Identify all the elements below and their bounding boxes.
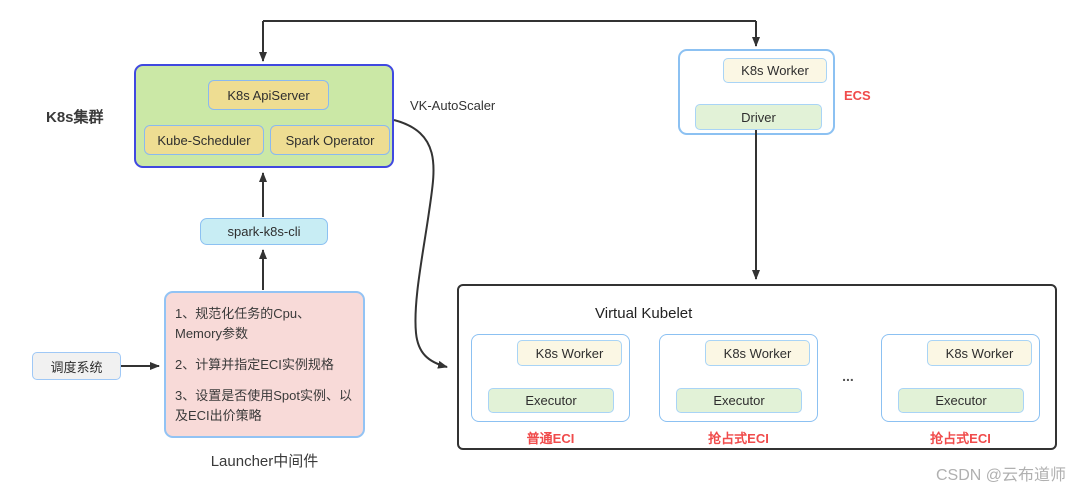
launcher-item: 1、规范化任务的Cpu、Memory参数	[175, 306, 311, 341]
virtual-kubelet-title: Virtual Kubelet	[595, 305, 693, 322]
node-executor: Executor	[488, 388, 614, 413]
launcher-middleware-box: 1、规范化任务的Cpu、Memory参数 2、计算并指定ECI实例规格 3、设置…	[164, 291, 365, 438]
k8s-cluster-box: K8s ApiServer Kube-Scheduler Spark Opera…	[134, 64, 394, 168]
node-driver: Driver	[695, 104, 822, 130]
node-ecs-k8s-worker: K8s Worker	[723, 58, 827, 83]
node-scheduling-system: 调度系统	[32, 352, 121, 380]
node-spark-operator: Spark Operator	[270, 125, 390, 155]
watermark: CSDN @云布道师	[936, 467, 1067, 484]
eci-type-label: 抢占式ECI	[708, 431, 769, 446]
ecs-type-label: ECS	[844, 88, 871, 103]
launcher-item: 3、设置是否使用Spot实例、以及ECI出价策略	[175, 388, 352, 423]
node-k8s-worker: K8s Worker	[517, 340, 622, 366]
eci-type-label: 普通ECI	[526, 431, 575, 446]
launcher-item: 2、计算并指定ECI实例规格	[175, 357, 334, 372]
eci-pod: K8s Worker Executor	[471, 334, 630, 422]
node-kube-scheduler: Kube-Scheduler	[144, 125, 264, 155]
node-spark-k8s-cli: spark-k8s-cli	[200, 218, 328, 245]
launcher-middleware-label: Launcher中间件	[210, 453, 319, 470]
node-executor: Executor	[898, 388, 1024, 413]
node-executor: Executor	[676, 388, 802, 413]
eci-type-label: 抢占式ECI	[930, 431, 991, 446]
eci-pod: K8s Worker Executor	[881, 334, 1040, 422]
eci-pod: K8s Worker Executor	[659, 334, 818, 422]
node-k8s-worker: K8s Worker	[705, 340, 810, 366]
virtual-kubelet-box: Virtual Kubelet K8s Worker Executor K8s …	[457, 284, 1057, 450]
node-k8s-worker: K8s Worker	[927, 340, 1032, 366]
node-k8s-apiserver: K8s ApiServer	[208, 80, 329, 110]
k8s-cluster-label: K8s集群	[46, 109, 104, 126]
arrow-autoscaler-to-vk	[393, 119, 448, 369]
vk-autoscaler-label: VK-AutoScaler	[410, 98, 496, 113]
more-pods-ellipsis: ...	[842, 368, 854, 384]
ecs-box: K8s Worker Driver	[678, 49, 835, 135]
